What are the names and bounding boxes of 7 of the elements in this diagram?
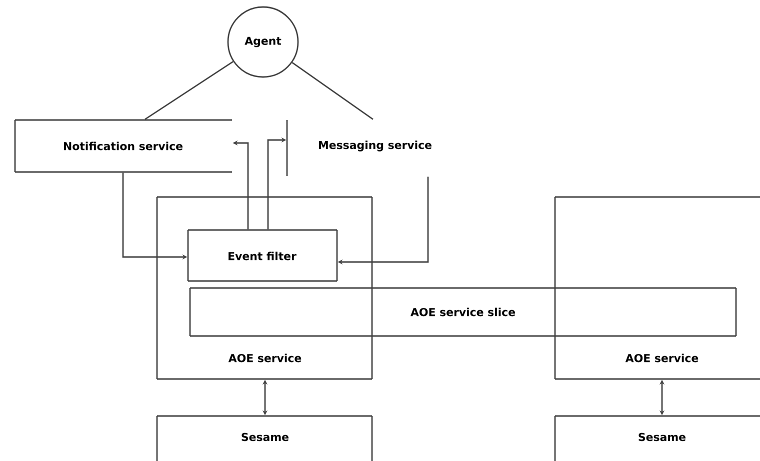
service-label: Messaging service (286, 120, 432, 176)
slice-box: AOE service slice (189, 287, 737, 337)
service-box: AOE service (554, 196, 760, 380)
filter-box: Event filter (187, 229, 338, 282)
service-box: Notification service (14, 119, 232, 173)
storage-box: Sesame (156, 415, 373, 461)
storage-box: Sesame (554, 415, 760, 461)
